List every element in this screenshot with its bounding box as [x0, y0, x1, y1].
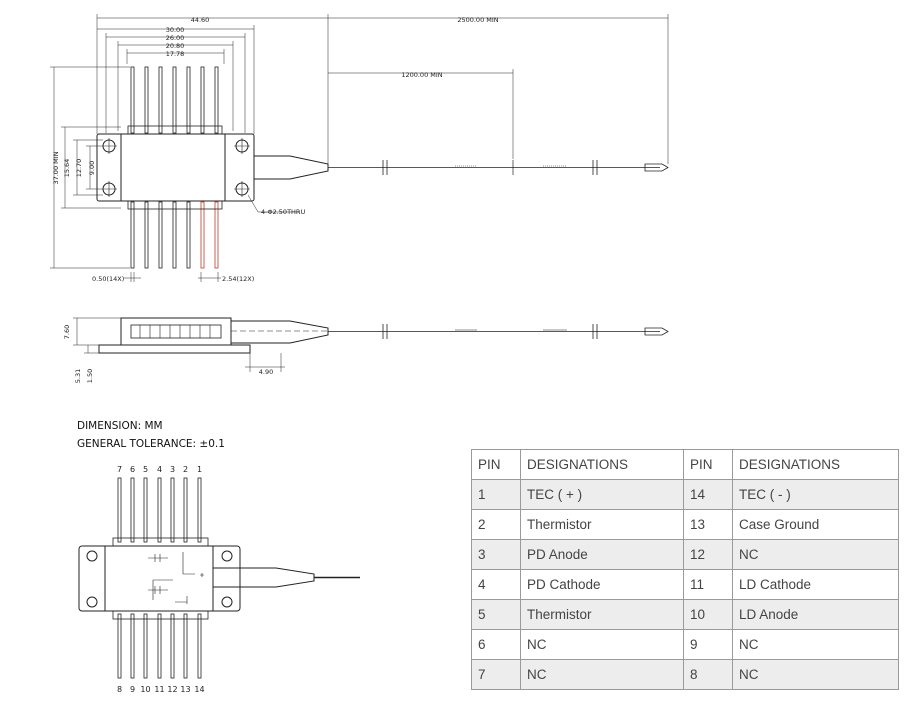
- pin-cell: 13: [683, 509, 733, 540]
- dim-2500-min: 2500.00 MIN: [457, 16, 498, 24]
- pin-cell: 3: [471, 539, 521, 570]
- pin-label: 1: [197, 465, 202, 474]
- side-view: 7.60 5.31 1.50 4.90: [63, 317, 669, 383]
- designation-cell: Thermistor: [520, 509, 684, 540]
- pin-cell: 6: [471, 629, 521, 660]
- pin-cell: 12: [683, 539, 733, 570]
- pin-label: 14: [194, 685, 204, 694]
- designation-cell: Case Ground: [732, 509, 899, 540]
- pin-label: 13: [180, 685, 190, 694]
- pin-label: 9: [130, 685, 135, 694]
- pin-label: 12: [167, 685, 177, 694]
- table-row: 7 NC 8 NC: [471, 659, 899, 690]
- table-row: 2 Thermistor 13 Case Ground: [471, 509, 899, 540]
- dim-4-90: 4.90: [259, 368, 273, 376]
- table-row: 6 NC 9 NC: [471, 629, 899, 660]
- pin-cell: 11: [683, 569, 733, 600]
- header-designations: DESIGNATIONS: [520, 449, 684, 480]
- pin-cell: 9: [683, 629, 733, 660]
- designation-cell: NC: [520, 629, 684, 660]
- pin-cell: 2: [471, 509, 521, 540]
- pinout-lower-pins: [117, 613, 202, 679]
- package-body: [120, 133, 226, 202]
- pin-label: 10: [140, 685, 150, 694]
- designation-cell: LD Cathode: [732, 569, 899, 600]
- header-pin: PIN: [683, 449, 733, 480]
- dimension-note: DIMENSION: MM: [77, 420, 163, 432]
- designation-cell: PD Cathode: [520, 569, 684, 600]
- dim-pin-pitch: 2.54(12X): [222, 275, 254, 283]
- dim-26-00: 26.00: [166, 34, 185, 42]
- fiber-boot: [253, 155, 329, 180]
- dim-1200-min: 1200.00 MIN: [401, 71, 442, 79]
- pin-label: 7: [117, 465, 122, 474]
- pin-label: 2: [183, 465, 188, 474]
- header-designations: DESIGNATIONS: [732, 449, 899, 480]
- dim-44-60: 44.60: [191, 16, 210, 24]
- designation-cell: PD Anode: [520, 539, 684, 570]
- top-view: 44.60 30.00 26.00 20.80 17.78 2500.00 MI…: [50, 14, 669, 283]
- designation-cell: NC: [732, 659, 899, 690]
- dim-7-60: 7.60: [63, 325, 71, 339]
- dim-20-80: 20.80: [166, 42, 185, 50]
- dim-1-50: 1.50: [86, 369, 94, 383]
- pinout-body: [104, 545, 214, 612]
- pin-label: 8: [117, 685, 122, 694]
- table-header-row: PIN DESIGNATIONS PIN DESIGNATIONS: [471, 449, 899, 480]
- dim-37-min: 37.00 MIN: [52, 151, 60, 184]
- dim-holes: 4-Φ2.50THRU: [261, 208, 305, 216]
- dim-pin-dia: 0.50(14X): [92, 275, 124, 283]
- top-view-lower-pins: [130, 201, 219, 269]
- designation-cell: NC: [520, 659, 684, 690]
- fiber-connector: [644, 163, 669, 172]
- pin-label: 6: [130, 465, 135, 474]
- pin-cell: 7: [471, 659, 521, 690]
- dim-30-00: 30.00: [166, 26, 185, 34]
- pinout-upper-pins: [117, 477, 202, 543]
- dim-15-64: 15.64: [63, 159, 71, 178]
- pin-cell: 5: [471, 599, 521, 630]
- pin-cell: 10: [683, 599, 733, 630]
- tolerance-note: GENERAL TOLERANCE: ±0.1: [77, 438, 225, 450]
- table-row: 3 PD Anode 12 NC: [471, 539, 899, 570]
- pin-label: 4: [157, 465, 162, 474]
- dim-9-00: 9.00: [88, 161, 96, 175]
- dim-17-78: 17.78: [166, 50, 185, 58]
- table-row: 4 PD Cathode 11 LD Cathode: [471, 569, 899, 600]
- pin-designation-table: PIN DESIGNATIONS PIN DESIGNATIONS 1 TEC …: [471, 449, 899, 690]
- pin-label: 5: [143, 465, 148, 474]
- pin-label: 3: [170, 465, 175, 474]
- pin-cell: 1: [471, 479, 521, 510]
- side-body: [120, 317, 232, 346]
- side-base: [98, 344, 251, 354]
- table-row: 5 Thermistor 10 LD Anode: [471, 599, 899, 630]
- table-row: 1 TEC ( + ) 14 TEC ( - ): [471, 479, 899, 510]
- dim-5-31: 5.31: [74, 369, 82, 383]
- pin-cell: 14: [683, 479, 733, 510]
- designation-cell: NC: [732, 629, 899, 660]
- dim-12-70: 12.70: [75, 159, 83, 178]
- designation-cell: LD Anode: [732, 599, 899, 630]
- designation-cell: TEC ( - ): [732, 479, 899, 510]
- pin-numbers-top: 7 6 5 4 3 2 1: [117, 465, 202, 474]
- pinout-flange: [78, 545, 241, 612]
- mounting-holes: [101, 138, 250, 197]
- pin-cell: 4: [471, 569, 521, 600]
- pin-cell: 8: [683, 659, 733, 690]
- pinout-view: [78, 477, 360, 679]
- designation-cell: NC: [732, 539, 899, 570]
- pin-numbers-bottom: 8 9 10 11 12 13 14: [117, 685, 205, 694]
- designation-cell: TEC ( + ): [520, 479, 684, 510]
- top-view-upper-pins: [130, 66, 219, 134]
- header-pin: PIN: [471, 449, 521, 480]
- pin-label: 11: [154, 685, 164, 694]
- designation-cell: Thermistor: [520, 599, 684, 630]
